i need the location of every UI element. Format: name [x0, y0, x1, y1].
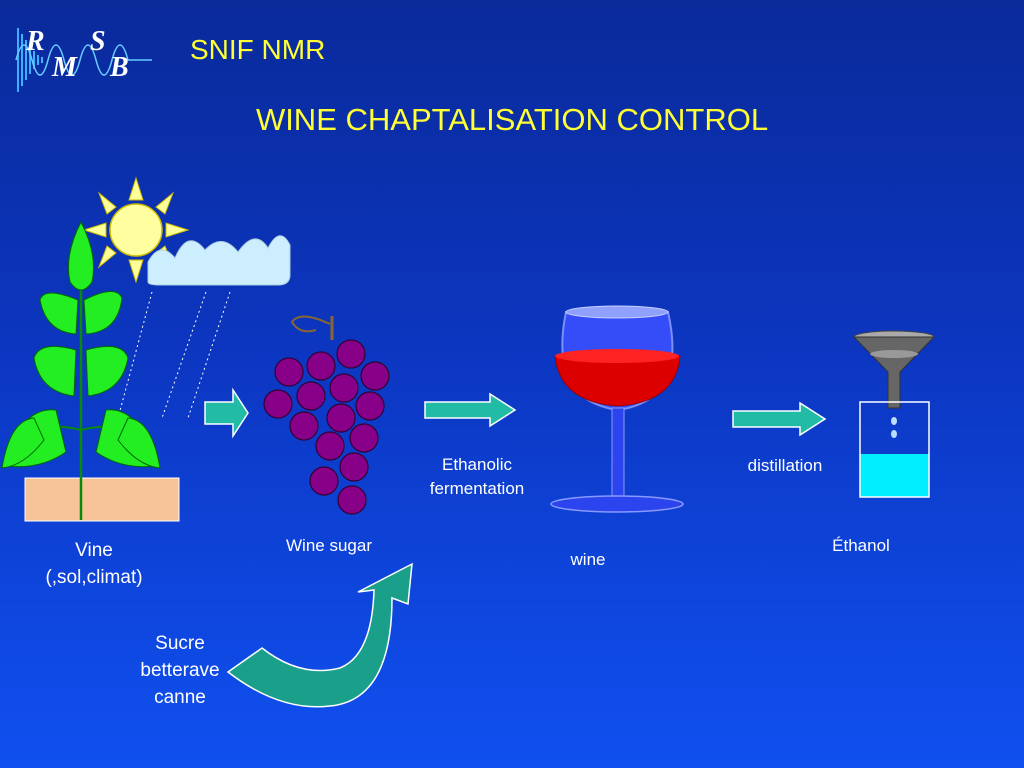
sugar-source-label: Sucre betterave canne	[124, 630, 236, 711]
drops-icon	[891, 417, 897, 438]
vine-label: Vine (,sol,climat)	[24, 537, 164, 591]
wine-label: wine	[570, 550, 606, 569]
distillation-label: distillation	[747, 456, 823, 475]
rain-lines	[117, 291, 231, 419]
arrow-distillation-icon	[732, 401, 827, 437]
soil-box	[24, 477, 180, 522]
grape-bunch-icon	[263, 315, 390, 515]
rmsb-logo: R M S B	[14, 24, 154, 96]
wine-sugar-label: Wine sugar	[286, 536, 372, 555]
beaker-icon	[859, 401, 930, 498]
vine-label-line1: Vine	[75, 540, 113, 561]
logo-letter-r: R	[26, 26, 45, 57]
sugar-curved-arrow-icon	[226, 562, 413, 708]
waveform-icon	[15, 28, 152, 92]
funnel-icon	[852, 330, 936, 409]
sun-icon	[82, 176, 190, 284]
vine-plant-icon	[1, 220, 161, 520]
page-title: SNIF NMR	[190, 34, 326, 65]
fermentation-label-line1: Ethanolic	[442, 455, 512, 474]
arrow-vine-to-sugar-icon	[204, 387, 249, 439]
arrow-fermentation-icon	[424, 392, 517, 428]
logo-letter-b: B	[110, 52, 129, 83]
sugar-source-line3: canne	[154, 687, 206, 708]
vine-label-line2: (,sol,climat)	[45, 567, 143, 588]
logo-letter-s: S	[90, 26, 106, 57]
sugar-source-line2: betterave	[140, 660, 220, 681]
sugar-source-line1: Sucre	[155, 633, 205, 654]
ethanol-label: Éthanol	[832, 536, 890, 555]
fermentation-label-line2: fermentation	[429, 479, 525, 498]
page-subtitle: WINE CHAPTALISATION CONTROL	[255, 102, 769, 137]
fermentation-label: Ethanolic fermentation	[412, 453, 542, 501]
logo-letter-m: M	[52, 52, 77, 83]
wine-glass-icon	[550, 305, 684, 513]
cloud-icon	[147, 235, 291, 286]
